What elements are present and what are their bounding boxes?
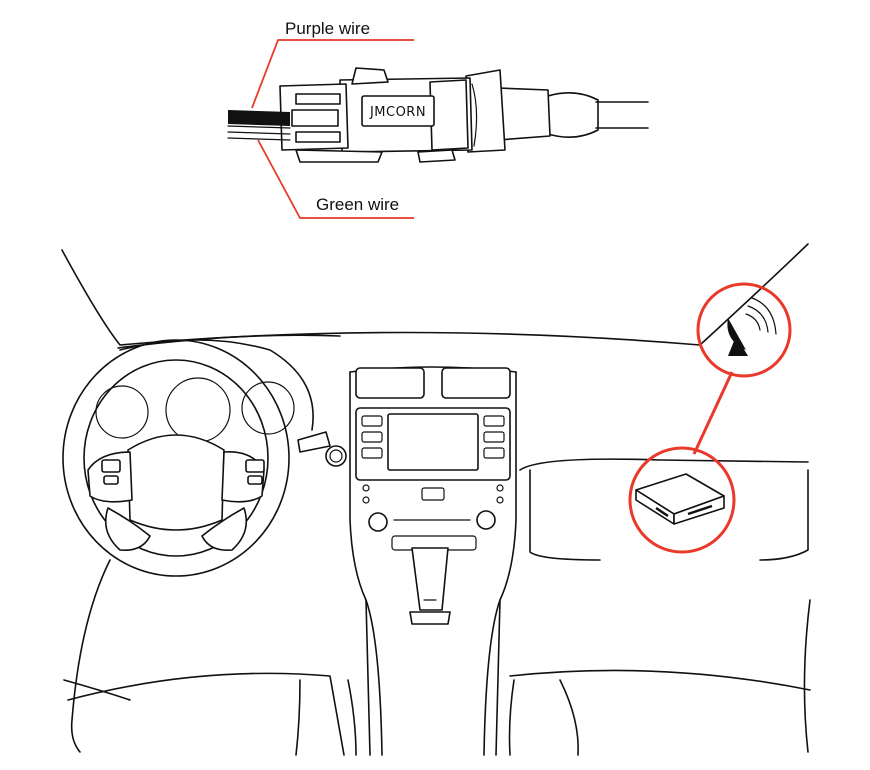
module-callout [628,446,736,554]
brand-plate [361,95,435,127]
center-console [349,366,517,756]
car-interior [61,243,811,756]
green-wire-label: Green wire [316,195,399,214]
antenna-callout [696,282,792,378]
green-wire-leader [257,139,414,219]
wire-connector: JMCORN [227,67,649,163]
satellite-dish-icon [727,297,777,356]
control-box-icon [635,473,725,525]
purple-wire-leader [251,39,414,109]
purple-wire-label: Purple wire [285,19,370,38]
steering-wheel [62,339,347,577]
callout-connector-line [692,371,734,455]
connector-brand: JMCORN [369,105,426,120]
